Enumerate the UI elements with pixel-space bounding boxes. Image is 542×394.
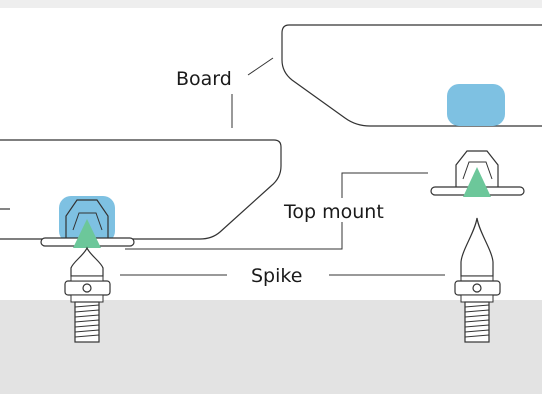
spike-neck-right (460, 275, 494, 282)
top-mount-label: Top mount (283, 201, 384, 223)
spike-lower-collar-left (70, 294, 104, 303)
spike-pin-right (472, 283, 482, 293)
spike-neck-left (70, 275, 104, 282)
spike-thread-right (464, 301, 490, 343)
mount-cap-left (65, 199, 109, 238)
cone-right (463, 167, 491, 197)
cone-left (73, 219, 101, 248)
spike-lower-collar-right (460, 294, 494, 303)
top-mount-leader-right (341, 172, 428, 198)
mount-cap-right (455, 150, 499, 187)
spike-label: Spike (251, 265, 302, 287)
mount-cap-inner-left (72, 212, 103, 231)
spike-pin-left (82, 283, 92, 293)
mount-blue-right (447, 84, 505, 126)
board-leader-right (247, 57, 274, 76)
spike-thread-left (74, 301, 100, 343)
board-label: Board (176, 68, 232, 90)
mount-cap-inner-right (462, 161, 493, 180)
top-background (0, 0, 542, 8)
top-mount-leader-left (125, 222, 343, 250)
